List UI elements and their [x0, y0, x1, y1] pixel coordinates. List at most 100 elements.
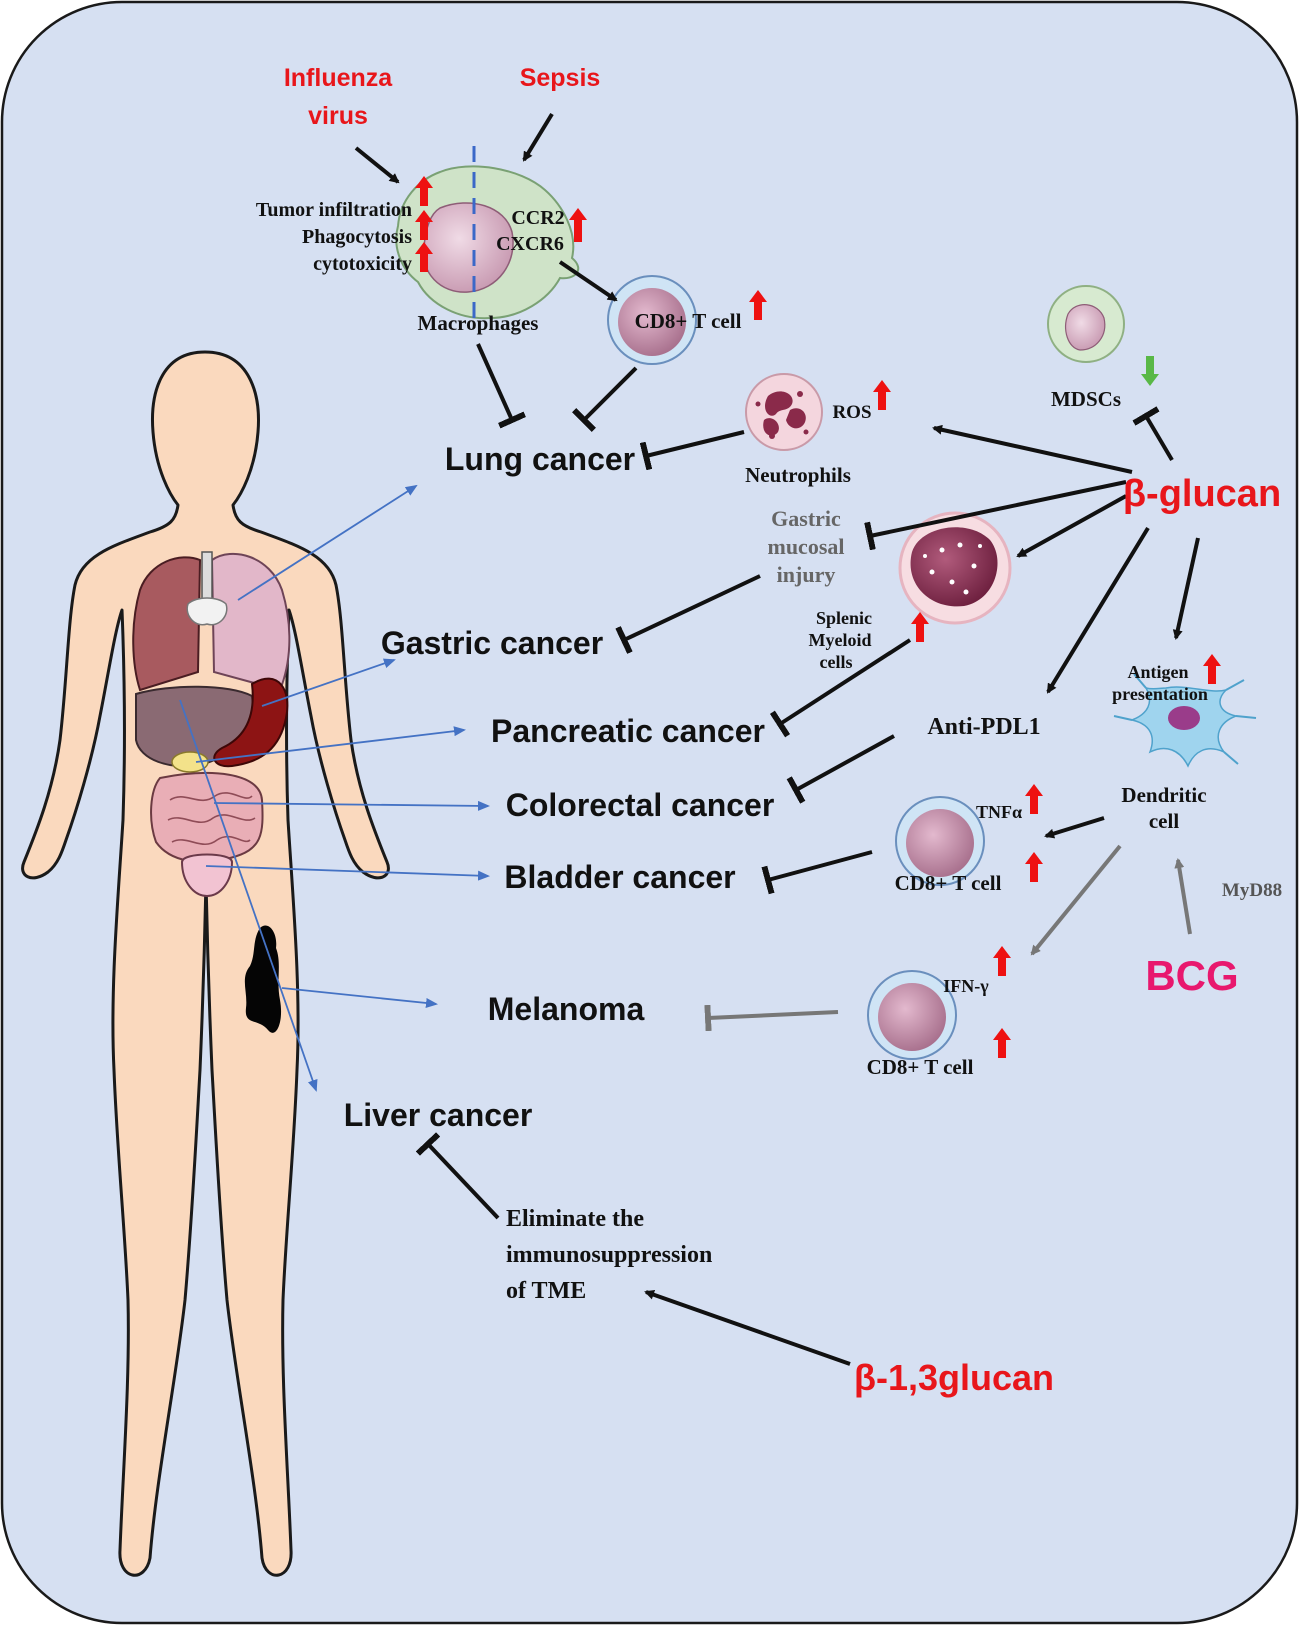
melanoma-label: Melanoma: [488, 991, 645, 1027]
gastric-injury-line3: injury: [777, 562, 836, 587]
myd88-label: MyD88: [1222, 880, 1282, 901]
beta-glucan-label: β-glucan: [1123, 473, 1281, 515]
splenic-inhibits-pancreatic: [769, 638, 912, 738]
sepsis-to-macrophage: [522, 112, 554, 162]
ifn-label: IFN-γ: [943, 976, 989, 996]
up-arrow-splenic: [911, 612, 929, 642]
mdscs-label: MDSCs: [1051, 387, 1121, 411]
neutrophil-inhibits-lung: [639, 430, 745, 471]
bcg-label: BCG: [1145, 952, 1238, 999]
bladder-arrow: [205, 865, 490, 881]
glucan-inhibits-gastric-injury: [864, 480, 1127, 551]
cd8-inhibits-lung: [571, 366, 638, 433]
lung-arrow: [237, 484, 418, 601]
glucan-to-neutrophil: [932, 424, 1133, 474]
dendritic-cell: [1113, 673, 1257, 768]
tme-line2: immunosuppression: [506, 1242, 712, 1268]
ccr2-label: CCR2: [511, 207, 564, 229]
human-body-figure: [21, 350, 390, 1577]
glucan-to-antigen: [1172, 537, 1200, 640]
up-arrow-ifn: [993, 946, 1011, 976]
cd8-tcell-ifn: [867, 970, 957, 1060]
intestine-coils: [167, 792, 256, 846]
up-arrow-tnf: [1025, 784, 1043, 814]
neutrophil-cell: [745, 373, 823, 451]
activation-arrows: [354, 112, 1200, 1366]
macrophage-to-cd8: [558, 260, 618, 302]
tme-line1: Eliminate the: [506, 1206, 644, 1232]
melanoma-arrow: [281, 987, 438, 1008]
mdsc-cell: [1047, 285, 1125, 363]
tumor-infiltration-label: Tumor infiltration: [256, 199, 412, 221]
intestines: [150, 772, 264, 863]
influenza-virus-label: virus: [308, 102, 368, 130]
tme-line3: of TME: [506, 1278, 586, 1304]
bladder: [180, 853, 234, 898]
phagocytosis-label: Phagocytosis: [302, 226, 412, 248]
pancreatic-arrow: [195, 726, 466, 763]
cd8-ifn-label: CD8+ T cell: [867, 1055, 974, 1079]
down-arrow-mdsc: [1141, 356, 1159, 386]
dendritic-line2: cell: [1149, 809, 1179, 833]
dendritic-line1: Dendritic: [1121, 783, 1206, 807]
antigen-line1: Antigen: [1127, 662, 1188, 682]
cd8-inhibits-melanoma: [704, 1004, 839, 1032]
bladder-cancer-label: Bladder cancer: [504, 859, 735, 895]
up-arrow-cd8-tnf: [1025, 852, 1043, 882]
gastric-arrow: [261, 658, 396, 707]
gastric-cancer-label: Gastric cancer: [381, 625, 603, 661]
glucan13-to-tme: [644, 1289, 851, 1366]
tme-inhibits-liver: [415, 1132, 500, 1220]
up-arrow-cytotoxicity: [415, 242, 433, 272]
melanoma-patch: [244, 925, 282, 1033]
anti-pdl1-label: Anti-PDL1: [927, 714, 1040, 740]
up-arrow-cd8-top: [749, 290, 767, 320]
macrophage-cell: [395, 146, 580, 328]
right-lung: [132, 556, 202, 692]
bronchi: [186, 597, 228, 626]
cd8-tnf-label: CD8+ T cell: [895, 871, 1002, 895]
gray-connections: [704, 844, 1192, 1032]
bcg-to-dendritic: [1174, 858, 1192, 935]
cd8-tcell-tnf: [895, 796, 985, 886]
up-arrow-cd8-ifn: [993, 1028, 1011, 1058]
macrophage-inhibits-lung: [476, 343, 527, 429]
injury-inhibits-gastric: [615, 574, 761, 654]
cd8-inhibits-bladder: [761, 850, 873, 895]
up-arrow-ccr2: [569, 208, 587, 242]
liver-arrow: [179, 699, 318, 1092]
colorectal-cancer-label: Colorectal cancer: [506, 787, 775, 823]
cxcr6-label: CXCR6: [496, 233, 564, 255]
up-arrow-phagocytosis: [415, 210, 433, 240]
cytotoxicity-label: cytotoxicity: [313, 253, 412, 275]
gastric-injury-line1: Gastric: [771, 506, 841, 531]
antigen-line2: presentation: [1112, 684, 1208, 704]
dendritic-to-cd8-ifn: [1030, 844, 1122, 956]
influenza-label: Influenza: [284, 64, 393, 92]
neutrophils-label: Neutrophils: [745, 463, 851, 487]
lung-cancer-label: Lung cancer: [445, 441, 635, 477]
gastric-injury-line2: mucosal: [768, 534, 845, 559]
up-arrow-tumor-infiltration: [415, 176, 433, 206]
glucan-to-splenic: [1016, 494, 1127, 558]
antipdl1-inhibits-colorectal: [786, 734, 895, 804]
stomach: [213, 677, 289, 768]
up-arrow-antigen: [1203, 654, 1221, 684]
splenic-line2: Myeloid: [809, 630, 872, 650]
cd8-tcell-top: [607, 275, 697, 365]
dendritic-to-cd8: [1044, 816, 1105, 839]
liver-cancer-label: Liver cancer: [344, 1097, 533, 1133]
splenic-line3: cells: [820, 652, 853, 672]
glucan-to-antipdl1: [1046, 526, 1150, 694]
ros-label: ROS: [832, 402, 871, 423]
tnf-label: TNFα: [976, 802, 1022, 822]
sepsis-label: Sepsis: [520, 64, 601, 92]
glucan-inhibits-mdsc: [1132, 406, 1174, 462]
splenic-line1: Splenic: [816, 608, 872, 628]
regulation-arrows: [415, 176, 1221, 1058]
up-arrow-ros: [873, 380, 891, 410]
beta-13-glucan-label: β-1,3glucan: [854, 1357, 1054, 1398]
organ-arrows: [179, 484, 490, 1092]
